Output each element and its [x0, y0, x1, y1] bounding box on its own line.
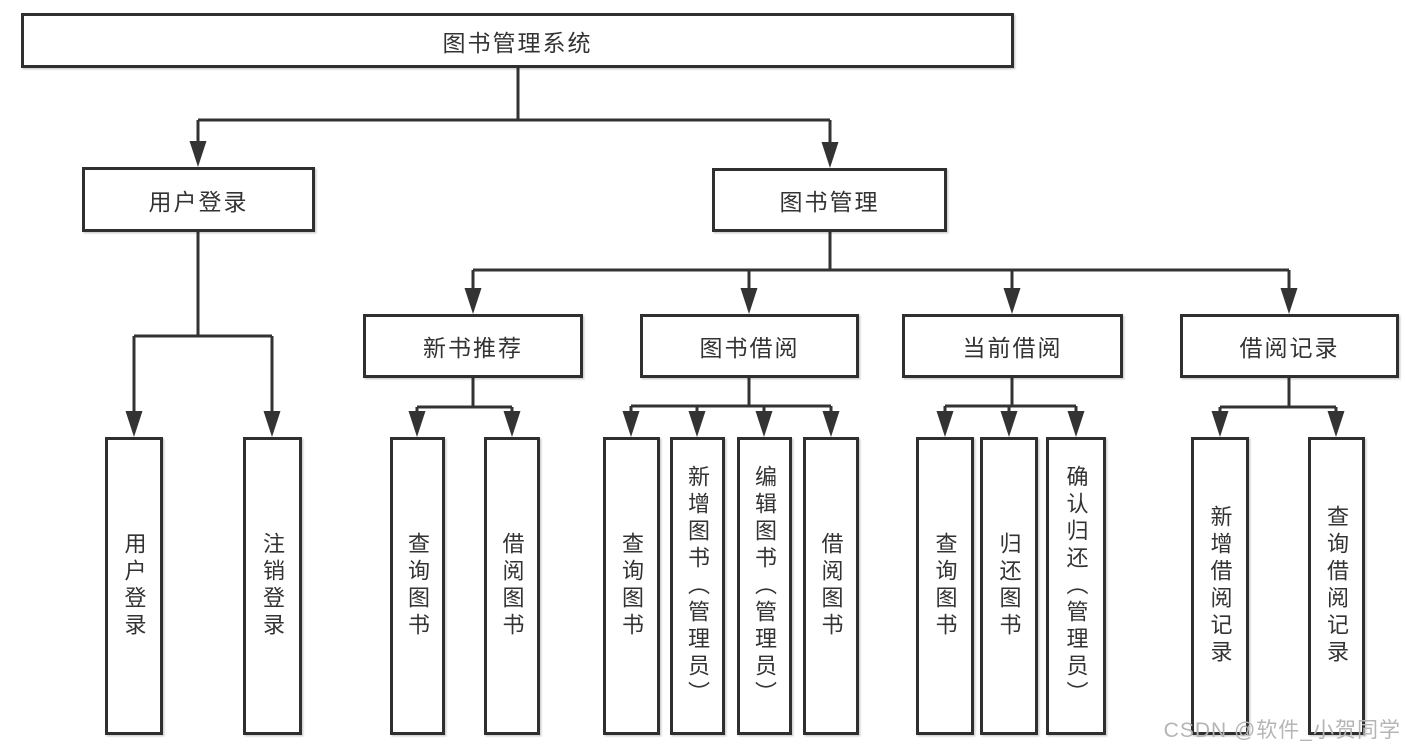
- leaf-borrow-books: 借阅图书: [803, 437, 859, 735]
- node-label: 新增借阅记录: [1207, 505, 1233, 667]
- leaf-query-books-recommend: 查询图书: [390, 437, 445, 735]
- node-label: 确认归还（管理员）: [1063, 464, 1089, 708]
- leaf-user-login: 用户登录: [105, 437, 163, 735]
- leaf-borrow-books-recommend: 借阅图书: [484, 437, 540, 735]
- node-label: 查询图书: [932, 532, 958, 640]
- leaf-query-borrow-record: 查询借阅记录: [1308, 437, 1365, 735]
- node-borrowing-records: 借阅记录: [1180, 314, 1399, 378]
- node-label: 查询图书: [405, 532, 431, 640]
- node-label: 注销登录: [260, 532, 286, 640]
- node-user-login: 用户登录: [82, 167, 315, 232]
- node-current-borrowing: 当前借阅: [902, 314, 1123, 378]
- node-label: 用户登录: [148, 188, 249, 215]
- node-label: 新书推荐: [423, 335, 523, 361]
- leaf-query-books-current: 查询图书: [916, 437, 974, 735]
- csdn-watermark: CSDN @软件_小贺同学: [1163, 719, 1401, 742]
- node-label: 查询图书: [619, 532, 645, 640]
- node-label: 用户登录: [121, 532, 147, 640]
- node-label: 图书管理: [779, 189, 880, 215]
- leaf-logout: 注销登录: [243, 437, 302, 735]
- node-label: 图书管理系统: [442, 29, 593, 56]
- node-label: 借阅记录: [1239, 335, 1340, 361]
- node-label: 借阅图书: [818, 532, 844, 640]
- node-label: 编辑图书（管理员）: [752, 464, 778, 708]
- leaf-return-books: 归还图书: [980, 437, 1038, 735]
- node-book-management: 图书管理: [712, 168, 947, 232]
- node-library-management-system: 图书管理系统: [21, 13, 1014, 68]
- node-label: 借阅图书: [499, 532, 525, 640]
- node-label: 新增图书（管理员）: [685, 464, 711, 708]
- node-label: 归还图书: [996, 532, 1022, 640]
- leaf-add-borrow-record: 新增借阅记录: [1191, 437, 1249, 735]
- node-label: 图书借阅: [699, 335, 800, 361]
- leaf-add-book-admin: 新增图书（管理员）: [670, 437, 725, 735]
- node-new-book-recommend: 新书推荐: [363, 314, 583, 378]
- node-label: 查询借阅记录: [1324, 505, 1350, 667]
- node-label: 当前借阅: [962, 335, 1063, 361]
- leaf-confirm-return-admin: 确认归还（管理员）: [1046, 437, 1106, 735]
- leaf-edit-book-admin: 编辑图书（管理员）: [737, 437, 792, 735]
- leaf-query-books-borrowing: 查询图书: [603, 437, 660, 735]
- node-book-borrowing: 图书借阅: [640, 314, 859, 378]
